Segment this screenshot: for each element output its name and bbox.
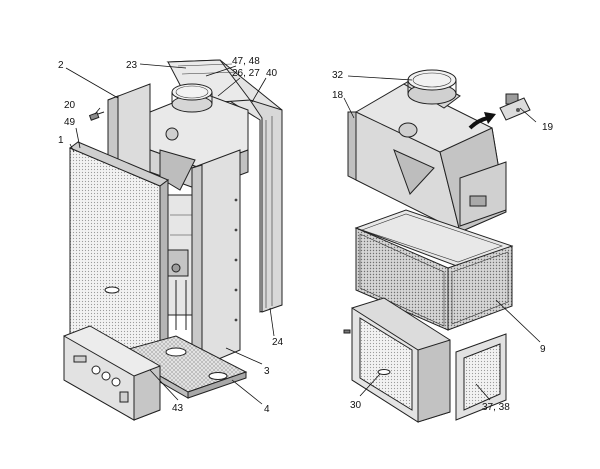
right-assembly: [343, 69, 531, 423]
callout-37-38: 37, 38: [482, 402, 510, 413]
callout-47-48: 47, 48: [232, 56, 260, 67]
callout-32: 32: [332, 70, 344, 81]
callout-4: 4: [264, 404, 270, 415]
callout-40: 40: [266, 68, 278, 79]
left-assembly: [63, 59, 283, 421]
right-side-panel-part: [191, 149, 241, 367]
callout-9: 9: [540, 344, 546, 355]
callout-23: 23: [126, 60, 138, 71]
sensor-part: [499, 93, 531, 121]
callout-3: 3: [264, 366, 270, 377]
upper-hood-part: [347, 83, 507, 233]
arrow-icon: [468, 112, 496, 130]
leader-lines: [65, 63, 541, 405]
screw-part: [88, 111, 105, 121]
front-cover-part: [343, 297, 451, 423]
callout-24: 24: [272, 337, 284, 348]
callout-19: 19: [542, 122, 554, 133]
window-panel-part: [455, 333, 507, 421]
control-panel-part: [63, 325, 161, 421]
callout-30: 30: [350, 400, 362, 411]
callout-43: 43: [172, 403, 184, 414]
callout-2: 2: [58, 60, 64, 71]
callout-18: 18: [332, 90, 344, 101]
flue-collar-part: [403, 69, 461, 109]
callout-49: 49: [64, 117, 76, 128]
callout-labels: 2 20 49 1 23 47, 48 26, 27 40 24 3 4 43 …: [58, 56, 554, 415]
callout-1: 1: [58, 135, 64, 146]
callout-26-27: 26, 27: [232, 68, 260, 79]
callout-20: 20: [64, 100, 76, 111]
chamber-box-part: [354, 209, 514, 331]
